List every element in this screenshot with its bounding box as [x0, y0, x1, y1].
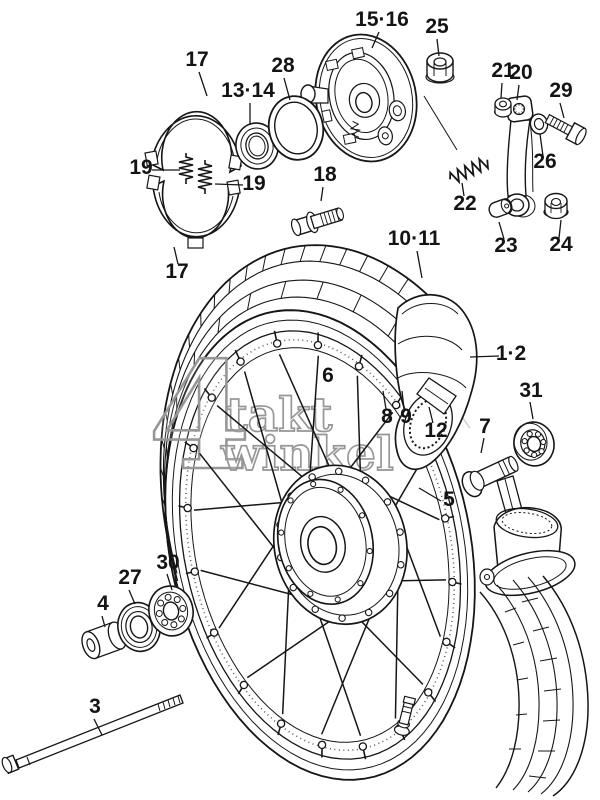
part-number: 30	[156, 551, 179, 574]
part-label-31: 31	[519, 379, 543, 420]
part-number: 15·16	[355, 8, 409, 31]
part-number: 18	[313, 163, 337, 186]
part-label-18: 18	[313, 163, 337, 202]
part-number: 13·14	[221, 79, 275, 102]
part-label-10·11: 10·11	[388, 227, 441, 279]
brake-shoe-springs-art	[178, 153, 213, 194]
hub-bolt-art	[461, 455, 519, 498]
part-number: 10·11	[388, 227, 441, 250]
watermark: 4 takt winkel	[147, 328, 395, 505]
brake-panel-art	[314, 33, 418, 163]
front-axle-art	[1, 694, 184, 775]
valve-stem-art	[393, 695, 417, 736]
dust-seal-art	[117, 601, 161, 653]
part-number: 19	[129, 156, 152, 179]
part-label-21: 21	[491, 59, 515, 99]
part-label-29: 29	[549, 79, 573, 119]
assembly-reference-line	[423, 95, 458, 151]
part-label-19: 19	[129, 156, 180, 179]
part-label-9: 9	[400, 390, 412, 428]
part-number: 19	[242, 172, 265, 195]
arm-nut-art	[494, 97, 512, 118]
axle-spacer-art	[81, 621, 127, 660]
arm-bolt-art	[544, 113, 587, 146]
brake-shoe-upper-art	[144, 110, 243, 174]
part-number: 23	[494, 234, 517, 257]
part-number: 21	[491, 59, 515, 82]
part-number: 3	[89, 695, 101, 718]
part-number: 28	[271, 54, 295, 77]
part-number: 9	[400, 405, 412, 428]
part-number: 8	[381, 405, 393, 428]
part-number: 7	[479, 415, 491, 438]
part-label-23: 23	[494, 221, 518, 257]
arm-flange-nut-art	[543, 192, 569, 220]
part-label-17: 17	[165, 246, 189, 283]
joint-pin-art	[488, 198, 513, 218]
part-number: 17	[165, 260, 188, 283]
hub-art	[272, 464, 408, 626]
part-number: 29	[549, 79, 572, 102]
part-label-12: 12	[424, 406, 448, 442]
part-label-8: 8	[381, 390, 393, 428]
part-label-15·16: 15·16	[355, 8, 409, 49]
part-number: 20	[509, 61, 532, 84]
spokes-art	[178, 330, 462, 760]
part-label-6: 6	[322, 364, 334, 387]
part-label-28: 28	[271, 54, 295, 101]
inner-tube-art	[394, 293, 478, 471]
part-number: 12	[424, 419, 447, 442]
part-number: 27	[118, 566, 141, 589]
axle-nut-art	[425, 52, 455, 84]
part-number: 22	[453, 192, 476, 215]
part-label-5: 5	[418, 487, 455, 511]
part-number: 17	[185, 48, 208, 71]
part-label-24: 24	[549, 219, 573, 256]
part-label-20: 20	[509, 61, 533, 101]
part-number: 31	[519, 379, 543, 402]
part-label-13·14: 13·14	[221, 79, 275, 124]
part-label-27: 27	[118, 566, 142, 605]
part-label-19: 19	[214, 172, 266, 195]
part-number: 26	[533, 150, 556, 173]
hub-bearing-small-art	[513, 421, 555, 467]
part-number: 25	[425, 15, 449, 38]
part-label-22: 22	[453, 182, 477, 215]
anchor-bolt-art	[290, 207, 344, 237]
part-number: 4	[97, 592, 109, 615]
part-label-30: 30	[156, 551, 180, 591]
part-label-1·2: 1·2	[469, 342, 526, 365]
part-number: 6	[322, 364, 334, 387]
part-label-7: 7	[479, 415, 491, 454]
part-label-26: 26	[533, 133, 557, 173]
watermark-numeral: 4	[148, 329, 251, 503]
part-number: 5	[443, 488, 455, 511]
part-label-17: 17	[185, 48, 209, 97]
part-label-4: 4	[97, 592, 109, 628]
brake-shoe-lower-art	[146, 174, 241, 249]
part-label-3: 3	[89, 695, 103, 736]
part-number: 24	[549, 233, 573, 256]
brake-arm-spring-art	[449, 156, 490, 185]
tire-section-lower-art	[479, 475, 589, 797]
hub-bearing-large-art	[148, 585, 194, 637]
part-number: 1·2	[496, 342, 526, 365]
part-label-25: 25	[425, 15, 449, 57]
